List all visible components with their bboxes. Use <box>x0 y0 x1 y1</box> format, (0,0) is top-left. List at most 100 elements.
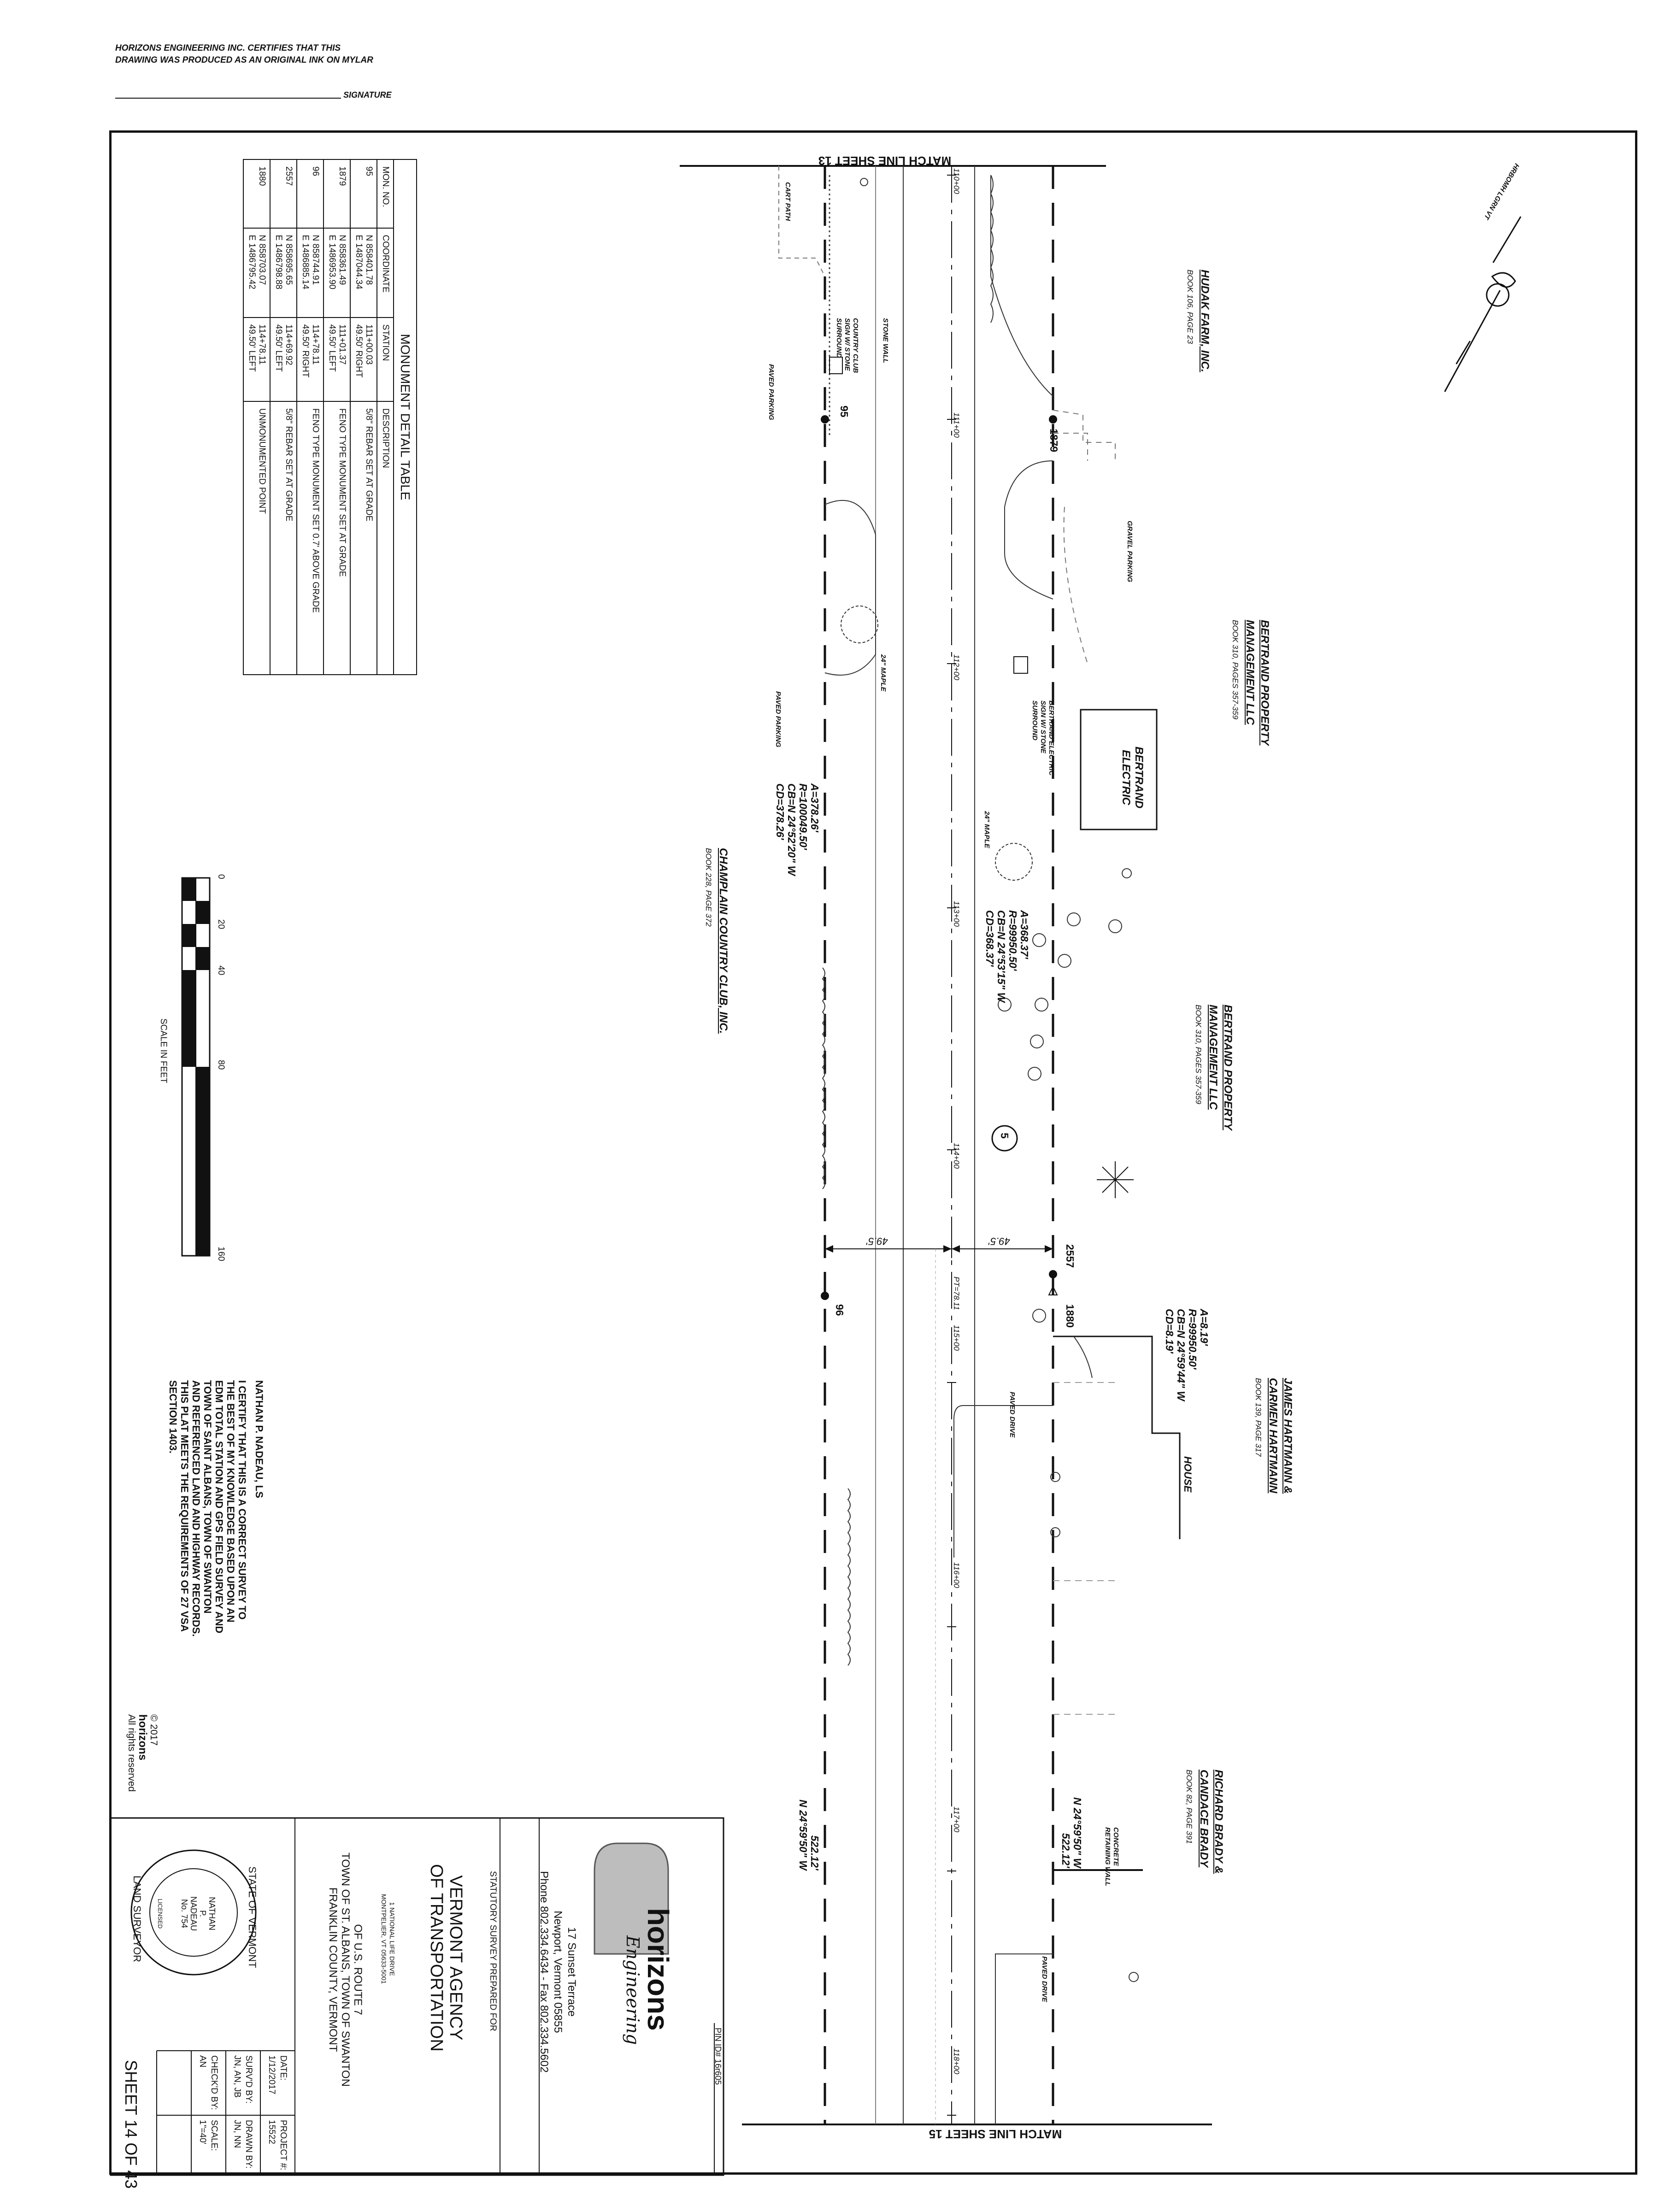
monument-label-96: 96 <box>834 1304 846 1316</box>
owner-book: BOOK 139, PAGE 317 <box>1254 1378 1263 1457</box>
curve-arc: A=8.19' <box>1198 1309 1210 1346</box>
project-value: 15522 <box>267 2120 276 2144</box>
surveyor-seal-inner <box>149 1868 238 1957</box>
monument-detail-table: MONUMENT DETAIL TABLE MON. NO. COORDINAT… <box>243 159 417 675</box>
seal-licensed: LICENSED <box>157 1899 164 1929</box>
curve-chord-bearing: CB=N 24°59'44" W <box>1175 1309 1187 1401</box>
owner-book: BOOK 228, PAGE 372 <box>704 848 713 927</box>
match-line-bottom-label: MATCH LINE SHEET 15 <box>929 2127 1062 2141</box>
coord-n: N 858695.65 <box>284 235 294 285</box>
company-logo-text: horizons <box>641 1908 675 2031</box>
station-label: 118+00 <box>952 2048 961 2074</box>
address-line: 17 Sunset Terrace <box>565 1927 578 2017</box>
seal-line: P. <box>198 1910 207 1917</box>
col-header: DESCRIPTION <box>377 401 394 675</box>
curve-radius: R=99950.50' <box>1007 910 1019 971</box>
cert-text-line: THIS PLAT MEETS THE REQUIREMENTS OF 27 V… <box>179 1380 190 1632</box>
paved-drive-brady <box>995 1953 1053 2124</box>
owner-name: HUDAK FARM, INC. <box>1199 270 1211 372</box>
offset-right: 49.5' <box>866 1235 888 1247</box>
surveyor-name: NATHAN P. NADEAU, LS <box>253 1380 265 1498</box>
drawing-frame <box>109 130 1637 2175</box>
coord-e: E 1486953.90 <box>327 235 337 289</box>
project-label: PROJECT #: <box>278 2120 288 2171</box>
cc-sign-line: SURROUND <box>835 318 843 358</box>
gravel-parking-loop <box>1004 460 1053 600</box>
owner-book: BOOK 106, PAGE 23 <box>1186 270 1194 344</box>
cell-description: UNMONUMENTED POINT <box>243 401 270 675</box>
scale-tick: 160 <box>216 1247 226 1261</box>
curve-arc: A=368.37' <box>1018 910 1030 959</box>
coord-n: N 858744.91 <box>311 235 320 285</box>
offset-value: 49.50' LEFT <box>327 324 337 372</box>
checked-by-label: CHECK'D BY: <box>209 2055 219 2110</box>
owner-name-2: MANAGEMENT LLC <box>1244 620 1256 725</box>
tree-line-country-club <box>822 967 825 1189</box>
label-paved-parking: PAVED PARKING <box>767 364 775 420</box>
label-retaining-wall: CONCRETE RETAINING WALL <box>1103 1827 1120 1886</box>
bearing-distance: 522.12' <box>809 1835 821 1871</box>
agency-address-line: 1 NATIONAL LIFE DRIVE <box>388 1902 396 1976</box>
label-building: BERTRAND ELECTRIC <box>1119 747 1145 808</box>
label-cc-sign: COUNTRY CLUB SIGN W/ STONE SURROUND <box>835 318 859 373</box>
seal-bottom-text: LAND SURVEYOR <box>131 1876 143 1962</box>
surveyor-certification: NATHAN P. NADEAU, LS I CERTIFY THAT THIS… <box>167 1380 265 1637</box>
offset-value: 49.50' RIGHT <box>354 324 364 378</box>
curve-chord-distance: CD=8.19' <box>1164 1309 1176 1353</box>
owner-hartmann: JAMES HARTMANN & CARMEN HARTMANN BOOK 13… <box>1251 1378 1295 1494</box>
station-label: 112+00 <box>952 654 961 680</box>
tree-line-lower <box>847 1488 851 1666</box>
be-sign-line: BERTRAND ELECTRIC <box>1047 700 1055 776</box>
copyright-block: © 2017 horizons All rights reserved <box>126 1714 159 1792</box>
checked-by-value: AN <box>198 2055 207 2068</box>
copyright-year: © 2017 <box>148 1714 159 1746</box>
driveway-hudak <box>990 175 1053 397</box>
cert-text-line: EDM TOTAL STATION AND GPS FIELD SURVEY A… <box>213 1380 225 1634</box>
coord-e: E 1486795.42 <box>247 235 257 289</box>
cell-mon-no: 1879 <box>324 159 350 228</box>
cert-line-1: HORIZONS ENGINEERING INC. CERTIFIES THAT… <box>115 43 341 53</box>
curve-chord-distance: CD=368.37' <box>984 910 996 967</box>
building-line: BERTRAND <box>1133 747 1145 809</box>
project-line: OF U.S. ROUTE 7 <box>352 1924 364 2015</box>
bearing-value: N 24°59'50" W <box>1071 1797 1083 1868</box>
coord-n: N 858703.07 <box>257 235 267 285</box>
station-label: 117+00 <box>952 1806 961 1832</box>
monument-label-2557: 2557 <box>1064 1244 1076 1268</box>
project-line: TOWN OF ST. ALBANS, TOWN OF SWANTON <box>339 1853 352 2087</box>
match-line-top-label: MATCH LINE SHEET 13 <box>818 154 952 168</box>
cart-path <box>778 166 825 277</box>
scale-tick: 20 <box>216 919 226 930</box>
station-value: 111+00.03 <box>364 324 374 365</box>
scale-tick: 40 <box>216 965 226 976</box>
owner-book: BOOK 310, PAGES 357-359 <box>1194 1005 1203 1105</box>
station-label: 110+00 <box>952 168 961 194</box>
owner-bertrand-2: BERTRAND PROPERTY MANAGEMENT LLC BOOK 31… <box>1191 1005 1235 1130</box>
owner-name-2: MANAGEMENT LLC <box>1207 1005 1219 1110</box>
owner-name: CHAMPLAIN COUNTRY CLUB, INC. <box>717 848 729 1034</box>
hudak-line <box>1053 433 1088 461</box>
building-line: ELECTRIC <box>1120 750 1132 806</box>
pin-number: PIN ID# 16r605 <box>713 2028 723 2085</box>
scale-value: 1"=40' <box>198 2120 207 2145</box>
bearing-left: N 24°59'50" W 522.12' <box>1060 1797 1083 1868</box>
col-header: MON. NO. <box>377 159 394 228</box>
cert-text-line: TOWN OF SAINT ALBANS, TOWN OF SWANTON <box>202 1380 213 1614</box>
station-label: 116+00 <box>952 1562 961 1588</box>
offset-value: 49.50' LEFT <box>274 324 283 372</box>
monument-symbols <box>821 415 1058 1300</box>
scale-label-tb: SCALE: <box>209 2120 219 2151</box>
station-label: 111+00 <box>952 412 961 438</box>
address-line: Newport, Vermont 05855 <box>552 1911 564 2033</box>
gravel-parking-edge <box>1053 410 1116 461</box>
owner-bertrand-1: BERTRAND PROPERTY MANAGEMENT LLC BOOK 31… <box>1228 620 1272 745</box>
cell-mon-no: 2557 <box>270 159 297 228</box>
